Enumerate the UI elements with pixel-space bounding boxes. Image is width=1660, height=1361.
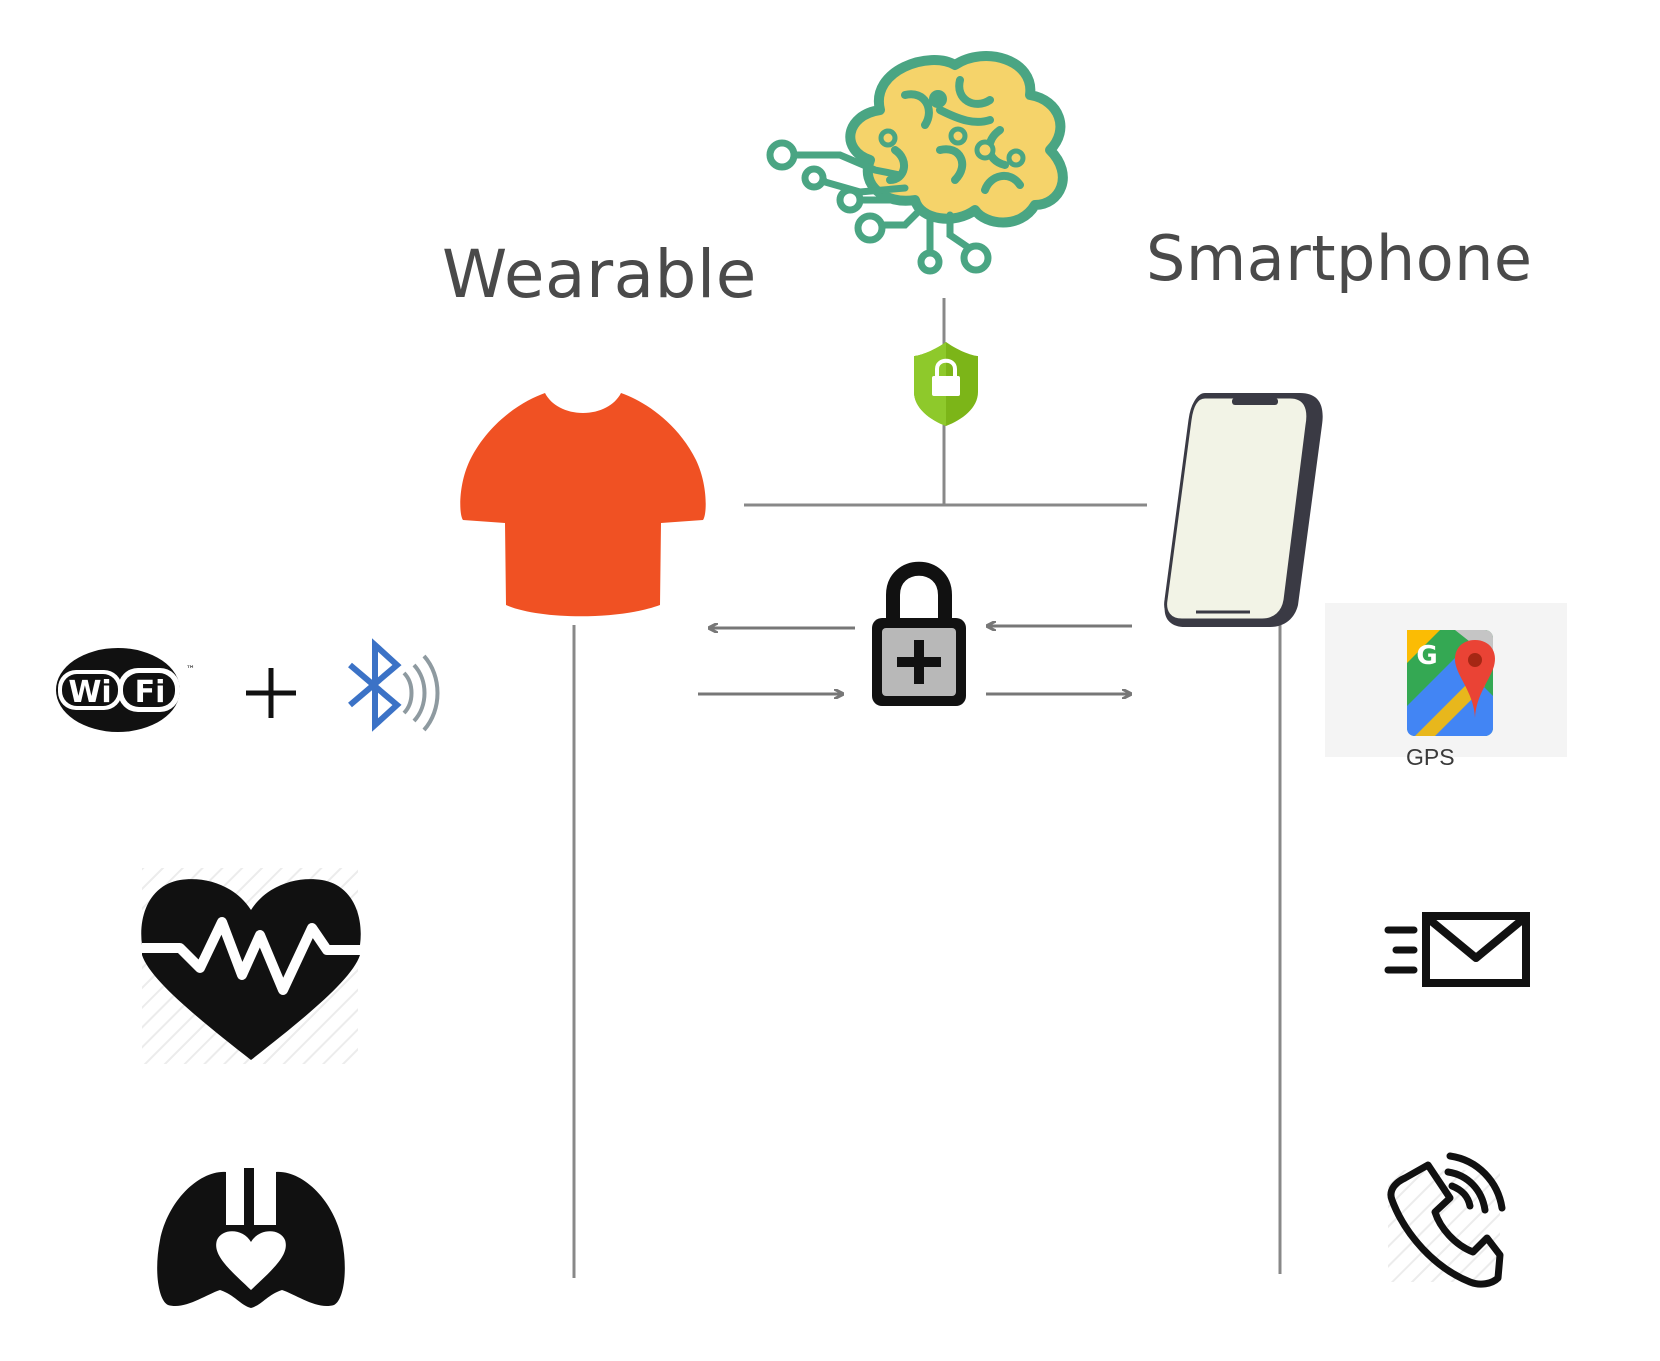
data-arrows: [698, 626, 1132, 694]
wearable-label: Wearable: [442, 236, 757, 313]
plus-icon: [246, 668, 296, 718]
brain-circuit-icon: [766, 51, 1068, 275]
phone-call-icon: [1387, 1152, 1506, 1288]
shield-lock-icon: [914, 342, 978, 426]
bluetooth-signal-icon: [348, 638, 440, 732]
wifi-logo-icon: Wi Fi ™: [56, 648, 195, 732]
smartphone-label: Smartphone: [1146, 222, 1533, 295]
svg-text:™: ™: [186, 665, 195, 675]
google-maps-icon: G: [1407, 630, 1496, 736]
tshirt-icon: [460, 393, 706, 617]
heart-rate-icon: [141, 879, 362, 1060]
svg-text:Wi: Wi: [68, 675, 111, 710]
fast-email-icon: [1384, 912, 1530, 987]
lungs-heart-icon: [157, 1168, 345, 1308]
svg-text:G: G: [1416, 641, 1437, 671]
padlock-plus-icon: [872, 561, 966, 706]
svg-text:Fi: Fi: [135, 675, 166, 710]
smartphone-icon: [1164, 393, 1323, 627]
gps-label: GPS: [1406, 744, 1455, 770]
